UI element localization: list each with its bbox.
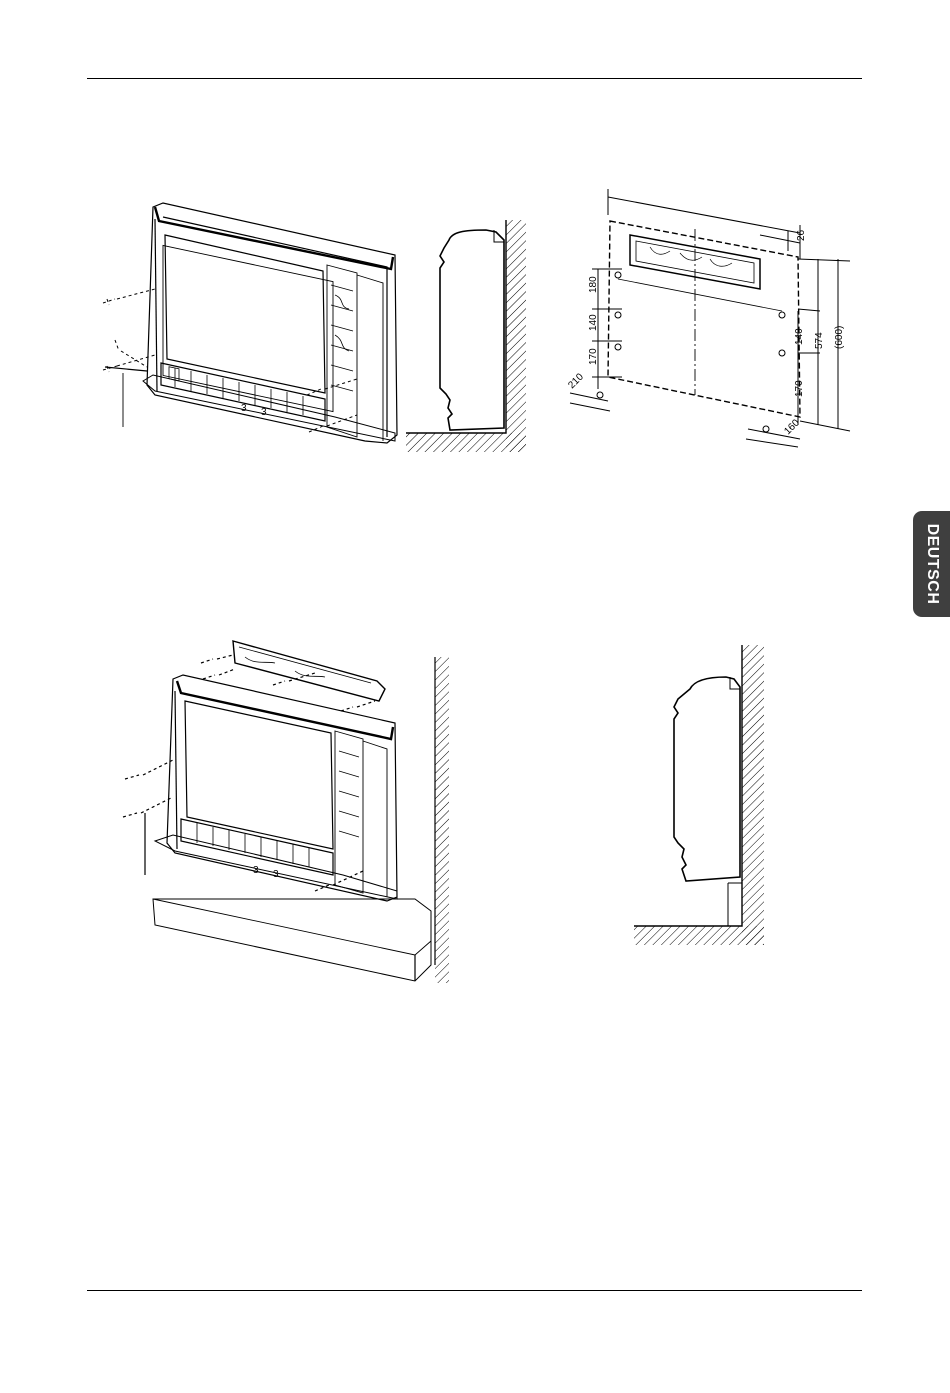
dim-170-right: 170 — [794, 380, 805, 397]
unit-label-d: 3 — [273, 869, 279, 880]
unit-label-c: 3 — [253, 865, 259, 876]
dim-140-right: 140 — [794, 328, 805, 345]
dim-210: 210 — [566, 371, 586, 391]
dim-600: (600) — [834, 326, 845, 349]
unit-label-a: 3 — [241, 403, 247, 414]
dim-170-left: 170 — [588, 348, 599, 365]
language-tab[interactable]: DEUTSCH — [913, 511, 950, 617]
dim-574: 574 — [814, 332, 825, 349]
dim-26: 26 — [796, 229, 807, 241]
dim-180: 180 — [588, 276, 599, 293]
dim-140-left: 140 — [588, 314, 599, 331]
figure-unit-wall-mount: 3 3 — [95, 195, 405, 450]
header-rule — [87, 78, 862, 79]
unit-label-b: 3 — [261, 407, 267, 418]
figure-side-profile-floor — [404, 218, 529, 454]
figure-side-profile-raised — [632, 643, 767, 948]
language-tab-label: DEUTSCH — [923, 524, 941, 605]
figure-unit-bracket-mount: 3 3 — [115, 635, 460, 985]
figure-dimension-drawing: 26 180 140 170 140 574 (600) 170 210 160 — [560, 185, 860, 450]
dim-160: 160 — [782, 417, 802, 437]
footer-rule — [87, 1290, 862, 1291]
